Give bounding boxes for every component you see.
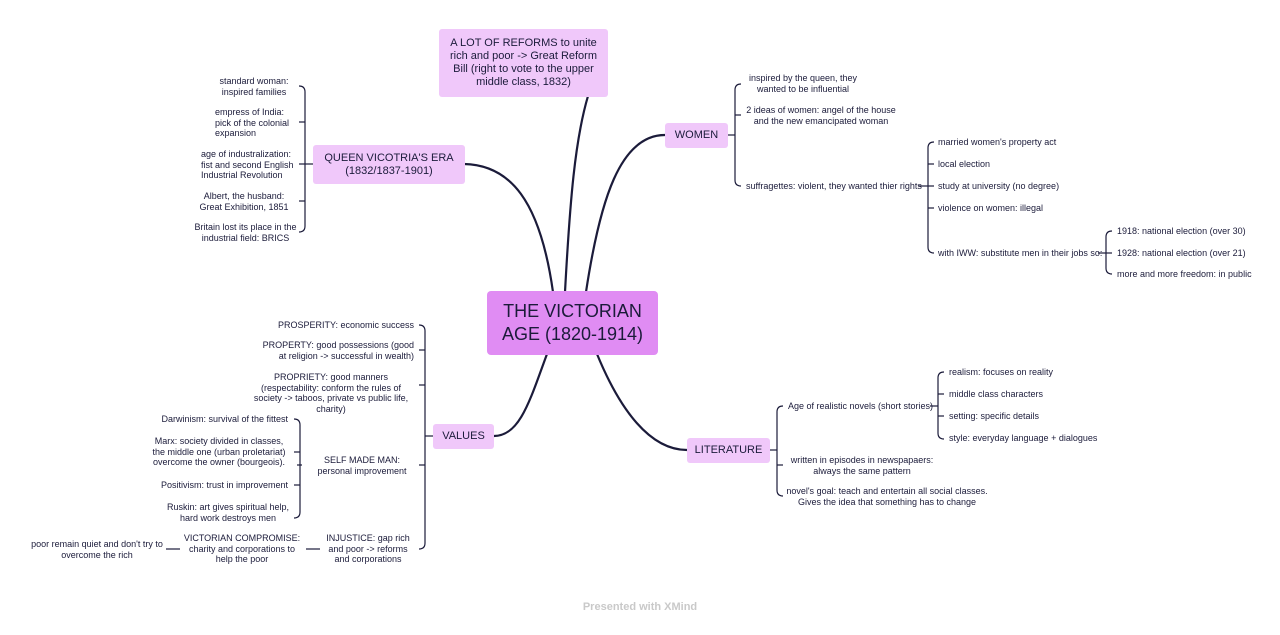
self-made-item[interactable]: Positivism: trust in improvement (160, 480, 288, 490)
realistic-item[interactable]: realism: focuses on reality (949, 367, 1054, 377)
realistic-item[interactable]: middle class characters (949, 389, 1044, 399)
branch-literature (595, 352, 689, 452)
women-item[interactable]: 2 ideas of women: angel of the house and… (746, 105, 896, 126)
iww-item[interactable]: 1928: national election (over 21) (1117, 248, 1246, 258)
values-item[interactable]: PROSPERITY: economic success (277, 320, 414, 330)
women-topic[interactable]: WOMEN (665, 123, 728, 148)
literature-item[interactable]: novel's goal: teach and entertain all so… (786, 486, 988, 507)
iww-item[interactable]: more and more freedom: in public (1117, 269, 1252, 279)
queen-item[interactable]: empress of India: pick of the colonial e… (215, 107, 290, 138)
literature-item[interactable]: Age of realistic novels (short stories) (788, 401, 934, 411)
values-item[interactable]: INJUSTICE: gap rich and poor -> reforms … (326, 533, 410, 564)
branch-reforms (563, 94, 590, 294)
values-topic[interactable]: VALUES (433, 424, 494, 449)
suffragettes-item[interactable]: study at university (no degree) (938, 181, 1060, 191)
women-item[interactable]: inspired by the queen, they wanted to be… (748, 73, 858, 94)
central-topic-label: THE VICTORIAN AGE (1820-1914) (501, 301, 644, 344)
self-made-item[interactable]: Darwinism: survival of the fittest (161, 414, 288, 424)
realistic-item[interactable]: setting: specific details (949, 411, 1040, 421)
central-topic[interactable]: THE VICTORIAN AGE (1820-1914) (487, 291, 658, 355)
queen-item[interactable]: age of industralization: fist and second… (201, 149, 294, 180)
reforms-topic[interactable]: A LOT OF REFORMS to unite rich and poor … (439, 29, 608, 97)
literature-topic[interactable]: LITERATURE (687, 438, 770, 463)
self-made-item[interactable]: Marx: society divided in classes, the mi… (152, 436, 286, 467)
poor-note[interactable]: poor remain quiet and don't try to overc… (31, 539, 163, 560)
queen-item[interactable]: Britain lost its place in the industrial… (194, 222, 297, 243)
suffragettes-item[interactable]: violence on women: illegal (938, 203, 1044, 213)
suffragettes-item[interactable]: local election (938, 159, 991, 169)
self-made-item[interactable]: Ruskin: art gives spiritual help, hard w… (166, 502, 290, 523)
queen-item[interactable]: Albert, the husband: Great Exhibition, 1… (199, 191, 289, 212)
realistic-item[interactable]: style: everyday language + dialogues (949, 433, 1098, 443)
xmind-watermark: Presented with XMind (582, 601, 698, 613)
queen-topic[interactable]: QUEEN VICOTRIA'S ERA (1832/1837-1901) (313, 145, 465, 184)
suffragettes-item[interactable]: with IWW: substitute men in their jobs s… (938, 248, 1103, 258)
branch-women (584, 133, 667, 294)
values-item[interactable]: PROPRIETY: good manners (respectability:… (253, 372, 409, 414)
victorian-compromise[interactable]: VICTORIAN COMPROMISE: charity and corpor… (183, 533, 301, 564)
literature-topic-label: LITERATURE (694, 444, 763, 456)
iww-item[interactable]: 1918: national election (over 30) (1117, 226, 1246, 236)
values-topic-label: VALUES (442, 430, 485, 442)
queen-item[interactable]: standard woman: inspired families (219, 76, 289, 97)
values-item[interactable]: SELF MADE MAN: personal improvement (317, 455, 407, 476)
branch-queen (462, 162, 555, 294)
reforms-topic-label: A LOT OF REFORMS to unite rich and poor … (449, 37, 598, 88)
queen-topic-label: QUEEN VICOTRIA'S ERA (1832/1837-1901) (324, 151, 454, 177)
branch-values (492, 352, 549, 438)
literature-item[interactable]: written in episodes in newspapaers: alwa… (790, 455, 934, 476)
values-item[interactable]: PROPERTY: good possessions (good at reli… (262, 340, 414, 361)
women-item[interactable]: suffragettes: violent, they wanted thier… (746, 181, 922, 191)
suffragettes-item[interactable]: married women's property act (938, 137, 1057, 147)
women-topic-label: WOMEN (674, 129, 719, 141)
